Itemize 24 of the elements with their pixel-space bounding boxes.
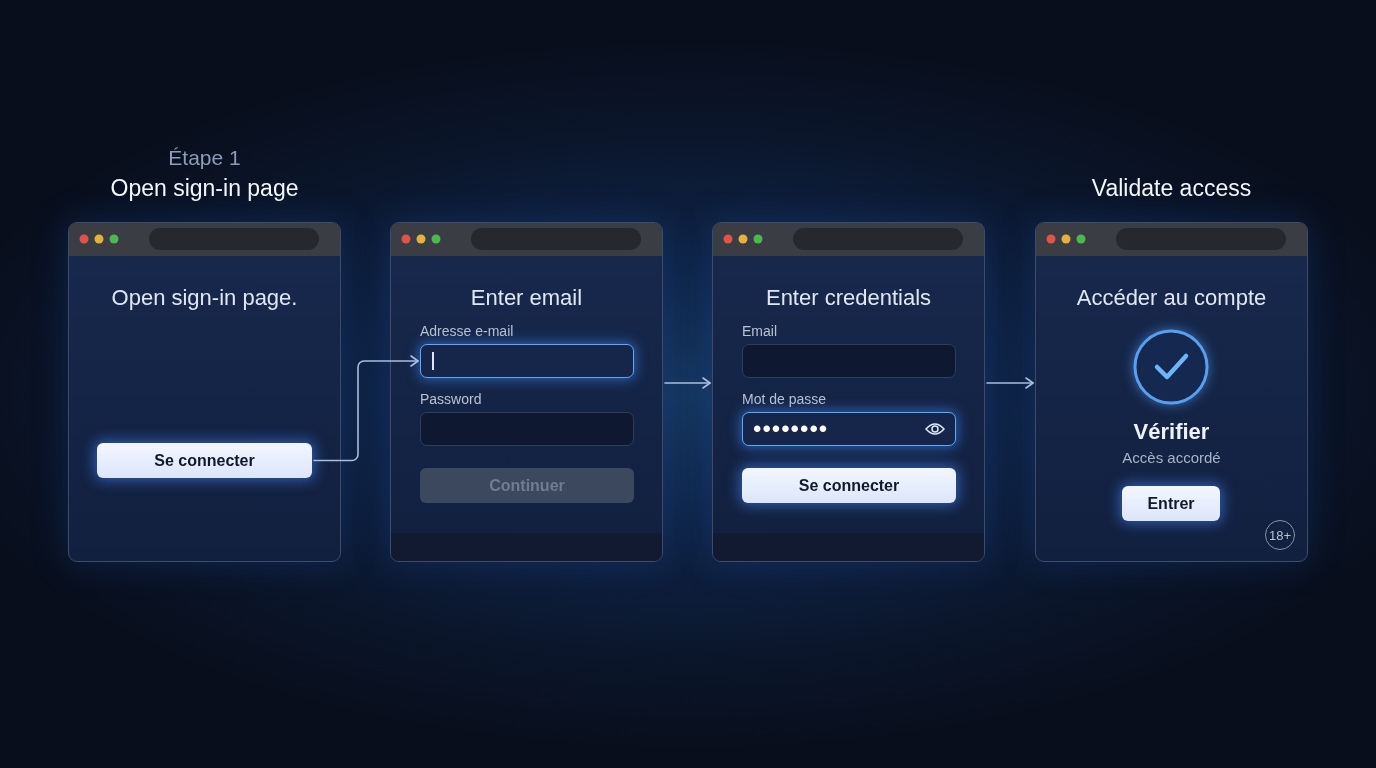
sign-in-button: Se connecter bbox=[97, 443, 312, 478]
sign-in-button: Se connecter bbox=[742, 468, 956, 503]
enter-button: Entrer bbox=[1122, 486, 1220, 521]
field-label: Email bbox=[742, 323, 777, 340]
browser-window bbox=[712, 222, 985, 562]
flow-arrow bbox=[986, 377, 1034, 389]
field-label: Mot de passe bbox=[742, 391, 827, 408]
masked-password: •••••••• bbox=[753, 417, 829, 441]
screen-title: Enter credentials bbox=[765, 285, 932, 312]
status-text: Accès accordé bbox=[1122, 449, 1221, 467]
email-field bbox=[420, 344, 634, 378]
step-number: Étape 1 bbox=[168, 145, 241, 171]
field-label: Password bbox=[420, 391, 482, 408]
browser-window bbox=[390, 222, 663, 562]
flow-arrow bbox=[313, 355, 419, 462]
password-field bbox=[742, 412, 956, 446]
flow-arrow bbox=[664, 377, 711, 389]
field-label: Adresse e-mail bbox=[420, 323, 514, 340]
step-heading: Validate access bbox=[1091, 175, 1252, 203]
screen-title: Accéder au compte bbox=[1076, 285, 1267, 312]
screen-title: Enter email bbox=[470, 285, 583, 312]
status-heading: Vérifier bbox=[1133, 419, 1210, 446]
screen-title: Open sign-in page. bbox=[111, 285, 298, 312]
step-heading: Open sign-in page bbox=[110, 175, 299, 203]
